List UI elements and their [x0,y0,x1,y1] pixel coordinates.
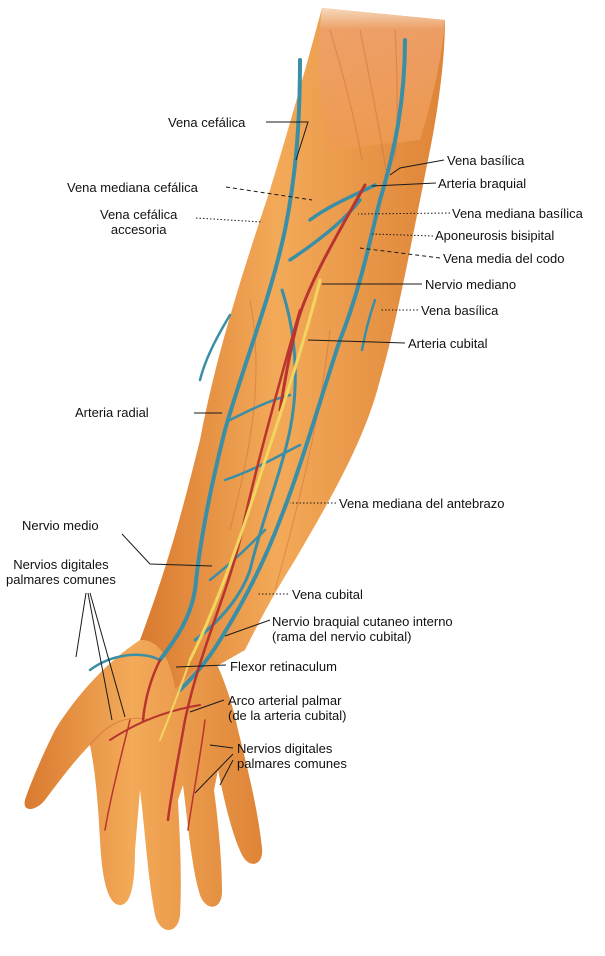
label-vena-mediana-cefalica: Vena mediana cefálica [67,180,198,195]
label-vena-mediana-basilica: Vena mediana basílica [452,206,583,221]
label-vena-cubital: Vena cubital [292,587,363,602]
label-aponeurosis-bisipital: Aponeurosis bisipital [435,228,554,243]
label-vena-cefalica: Vena cefálica [168,115,245,130]
label-flexor-retinaculum: Flexor retinaculum [230,659,337,674]
label-vena-basilica-mid: Vena basílica [421,303,498,318]
label-nervios-digitales-left: Nervios digitales palmares comunes [6,557,116,587]
label-arco-arterial-palmar: Arco arterial palmar (de la arteria cubi… [228,693,347,723]
label-vena-mediana-antebrazo: Vena mediana del antebrazo [339,496,505,511]
label-vena-cefalica-accesoria: Vena cefálica accesoria [100,207,177,237]
label-vena-media-codo: Vena media del codo [443,251,564,266]
label-nervios-digitales-right: Nervios digitales palmares comunes [237,741,347,771]
label-vena-basilica-top: Vena basílica [447,153,524,168]
hand-body [25,640,263,930]
label-nervio-medio: Nervio medio [22,518,99,533]
label-arteria-braquial: Arteria braquial [438,176,526,191]
label-arteria-radial: Arteria radial [75,405,149,420]
label-nervio-mediano: Nervio mediano [425,277,516,292]
label-arteria-cubital: Arteria cubital [408,336,487,351]
label-nervio-braquial-cutaneo: Nervio braquial cutaneo interno (rama de… [272,614,453,644]
